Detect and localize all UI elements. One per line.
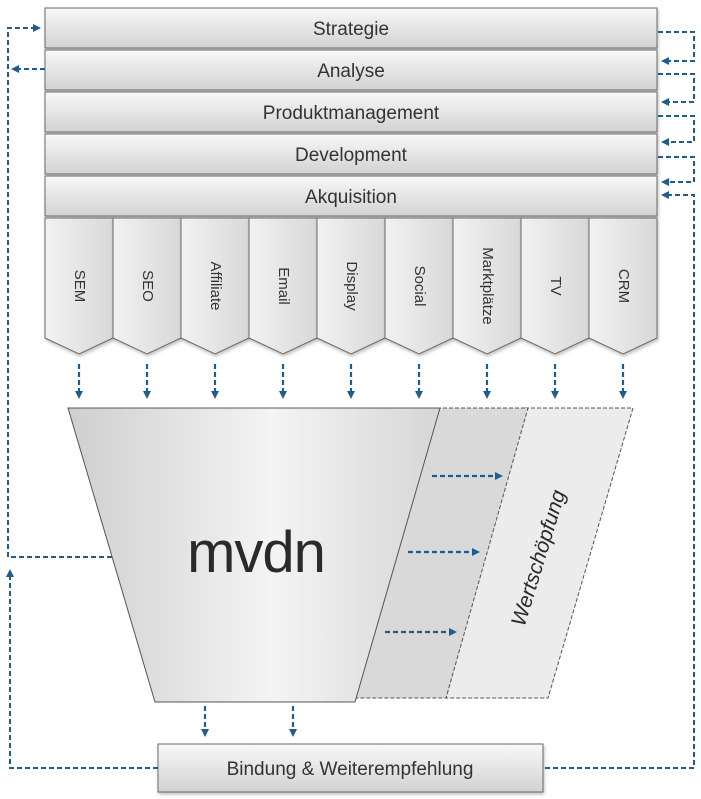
channel-label: TV (547, 276, 564, 295)
layer-strategie[interactable]: Strategie (44, 7, 658, 49)
retention-loop-left (6, 569, 158, 769)
channel-marktplaetze[interactable]: Marktplätze (452, 217, 522, 355)
layer-label: Akquisition (305, 187, 397, 208)
feedback-arrow (658, 73, 695, 106)
channel-label: SEM (71, 270, 88, 303)
retention-label: Bindung & Weiterempfehlung (227, 759, 474, 780)
channel-label: SEO (139, 270, 156, 302)
channel-arrows (75, 364, 627, 399)
retention-arrows (201, 706, 297, 737)
retention-loop-right (545, 191, 695, 769)
channel-label: Display (343, 261, 360, 311)
feedback-arrow (658, 115, 695, 146)
brand-logo: mvdn (187, 520, 325, 585)
channel-label: CRM (615, 269, 632, 303)
channel-social[interactable]: Social (384, 217, 454, 355)
channel-row: SEM SEO Affiliate Email Display Social M… (44, 217, 658, 355)
value-arrows (385, 472, 503, 636)
left-feedback-loops (6, 24, 158, 769)
funnel: mvdn (67, 407, 441, 703)
channel-label: Affiliate (207, 262, 224, 311)
channel-sem[interactable]: SEM (44, 217, 114, 355)
layer-label: Strategie (313, 19, 389, 40)
layer-label: Analyse (317, 61, 385, 82)
channel-email[interactable]: Email (248, 217, 318, 355)
channel-display[interactable]: Display (316, 217, 386, 355)
feedback-arrow (658, 156, 695, 186)
channel-label: Social (411, 266, 428, 307)
layer-stack: Strategie Analyse Produktmanagement Deve… (44, 7, 658, 217)
retention-box[interactable]: Bindung & Weiterempfehlung (157, 743, 544, 793)
right-feedback-loops (545, 31, 695, 769)
layer-label: Development (295, 145, 408, 166)
channel-label: Marktplätze (479, 247, 496, 325)
layer-analyse[interactable]: Analyse (44, 49, 658, 91)
channel-label: Email (275, 267, 292, 305)
channel-affiliate[interactable]: Affiliate (180, 217, 250, 355)
channel-tv[interactable]: TV (520, 217, 590, 355)
funnel-shape (67, 407, 441, 703)
channel-seo[interactable]: SEO (112, 217, 182, 355)
layer-development[interactable]: Development (44, 133, 658, 175)
strategy-loop-left (7, 24, 112, 558)
layer-produktmanagement[interactable]: Produktmanagement (44, 91, 658, 133)
layer-akquisition[interactable]: Akquisition (44, 175, 658, 217)
channel-crm[interactable]: CRM (588, 217, 658, 355)
layer-label: Produktmanagement (263, 103, 440, 124)
feedback-arrow (658, 31, 695, 65)
